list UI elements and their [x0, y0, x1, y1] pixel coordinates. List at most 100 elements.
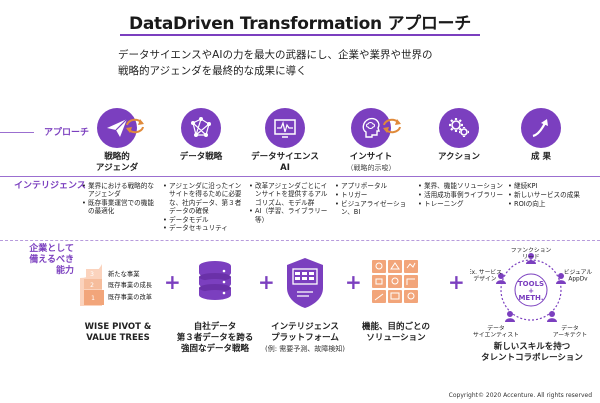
paper-plane-icon [97, 108, 137, 148]
cap-label-2: VALUE TREES [86, 333, 150, 343]
list-item: 既存事業運営での機能の最適化 [82, 199, 160, 216]
plus-icon: + [345, 270, 362, 294]
cap-label-2: プラットフォーム [271, 333, 339, 343]
talent-role-function-lead: ファンクションリード [511, 247, 552, 261]
list-item: 改革アジェンダごとにインサイトを提供するアルゴリズム、モデル群 [249, 182, 331, 207]
list-item: トリガー [335, 191, 415, 200]
step-data-science-ai: データサイエンス AI [244, 108, 326, 174]
cap-label: WISE PIVOT & [84, 322, 152, 332]
gears-icon [439, 108, 479, 148]
talent-center-line-3: METH. [518, 294, 543, 302]
list-item: アジェンダに沿ったインサイトを得るために必要な、社内データ、第３者データの確保 [163, 182, 245, 215]
intelligence-list-results: 継続KPI 新しいサービスの成果 ROIの向上 [508, 182, 596, 208]
talent-role-service-design: Ex. サービスデザイン [470, 268, 502, 283]
step-label: アクション [437, 152, 481, 162]
step-label: インサイト [349, 152, 393, 162]
capability-label-line-2: 備えるべき [29, 255, 74, 265]
capability-label-line-1: 企業として [29, 244, 74, 254]
capability-solutions: 機能、目的ごとの ソリューション [348, 322, 444, 344]
step-label-2: アジェンダ [95, 163, 139, 173]
intelligence-list-insight: アプリポータル トリガー ビジュアライゼーション、BI [335, 182, 415, 217]
cap-label-2: タレントコラボレーション [481, 353, 583, 363]
cap-label: 新しいスキルを持つ [493, 342, 571, 352]
cap-label: 自社データ [193, 322, 237, 332]
capability-wise-pivot: WISE PIVOT & VALUE TREES [70, 322, 166, 344]
cap-label: 機能、目的ごとの [362, 322, 430, 332]
cycle-arrows-icon [383, 118, 401, 134]
list-item: 業界、機能ソリューション [418, 182, 506, 191]
list-item: データセキュリティ [163, 224, 245, 233]
list-item: 継続KPI [508, 182, 596, 191]
step-label-2: AI [280, 163, 290, 173]
intelligence-top-rule [0, 176, 600, 177]
solution-tiles-icon [372, 260, 418, 303]
list-item: 活用成功事例ライブラリー [418, 191, 506, 200]
network-nodes-icon [181, 108, 221, 148]
subtitle-line-2: 戦略的アジェンダを最終的な成果に導く [118, 65, 307, 77]
step-results: 成 果 [500, 108, 582, 163]
subtitle-line-1: データサイエンスやAIの力を最大の武器にし、企業や業界や世界の [118, 49, 433, 61]
plus-icon: + [164, 270, 181, 294]
plus-icon: + [258, 270, 275, 294]
capability-dashed-rule [0, 240, 600, 241]
cap-label: インテリジェンス [271, 322, 339, 332]
subtitle: データサイエンスやAIの力を最大の武器にし、企業や業界や世界の 戦略的アジェンダ… [118, 47, 498, 79]
person-icon [556, 273, 566, 284]
tier-number: 3 [90, 271, 94, 278]
tier-number: 2 [90, 282, 94, 289]
title-underline [120, 34, 480, 36]
talent-center-line-2: + [528, 287, 534, 295]
monitor-waveform-icon [265, 108, 305, 148]
person-icon [505, 311, 515, 322]
cap-label-2: ソリューション [366, 333, 426, 343]
growth-arrow-icon [521, 108, 561, 148]
list-item: AI（学習、ライブラリー等） [249, 207, 331, 224]
cap-label-2: 第３者データを跨る [176, 333, 254, 343]
tier-label: 既存事業の成長 [108, 280, 153, 289]
person-icon [526, 253, 536, 264]
cap-label-3: 強固なデータ戦略 [180, 344, 249, 354]
row-label-intelligence: インテリジェンス [14, 181, 86, 191]
cycle-arrows-icon [126, 118, 144, 134]
capability-talent: 新しいスキルを持つ タレントコラボレーション [476, 342, 588, 364]
tier-label: 新たな事業 [108, 269, 140, 278]
step-sub-label: （戦略的示唆） [346, 164, 396, 172]
talent-role-data-architect: データアーキテクト [553, 324, 587, 338]
list-item: 新しいサービスの成果 [508, 191, 596, 200]
step-data-strategy: データ戦略 [160, 108, 242, 163]
talent-center-line-1: TOOLS [518, 280, 544, 288]
tier-number: 1 [91, 295, 95, 302]
platform-badge-icon [287, 258, 323, 308]
list-item: トレーニング [418, 200, 506, 209]
intelligence-list-action: 業界、機能ソリューション 活用成功事例ライブラリー トレーニング [418, 182, 506, 208]
list-item: ビジュアライゼーション、BI [335, 200, 415, 217]
capability-label-line-3: 能力 [55, 266, 74, 276]
capability-intelligence-platform: インテリジェンス プラットフォーム (例: 需要予測、故障検知) [255, 322, 355, 354]
tier-label: 既存事業の改革 [108, 292, 152, 301]
person-icon [496, 273, 506, 284]
intelligence-list-data-strategy: アジェンダに沿ったインサイトを得るために必要な、社内データ、第３者データの確保 … [163, 182, 245, 233]
capability-data-strategy: 自社データ 第３者データを跨る 強固なデータ戦略 [160, 322, 270, 355]
person-icon [547, 311, 557, 322]
database-stack-icon [199, 261, 231, 300]
list-item: データモデル [163, 216, 245, 225]
row-label-approach: アプローチ [44, 128, 90, 138]
page-title: DataDriven Transformation アプローチ [129, 14, 471, 34]
step-action: アクション [418, 108, 500, 163]
step-label: データサイエンス [251, 152, 319, 162]
copyright-notice: Copyright© 2020 Accenture. All rights re… [448, 392, 592, 399]
intelligence-list-agenda: 業界における戦略的なアジェンダ 既存事業運営での機能の最適化 [82, 182, 160, 216]
pivot-tiers-graphic: 3 2 1 新たな事業 既存事業の成長 既存事業の改革 [80, 264, 153, 306]
row-label-capability: 企業として 備えるべき 能力 [28, 244, 74, 277]
step-strategic-agenda: 戦略的 アジェンダ [76, 108, 158, 174]
step-label: 成 果 [531, 152, 551, 162]
cap-sub-label: (例: 需要予測、故障検知) [264, 345, 346, 353]
list-item: 業界における戦略的なアジェンダ [82, 182, 160, 199]
list-item: アプリポータル [335, 182, 415, 191]
approach-line-left [0, 132, 34, 133]
list-item: ROIの向上 [508, 200, 596, 209]
talent-role-data-scientist: データサイエンティスト [473, 324, 519, 338]
intelligence-list-data-science: 改革アジェンダごとにインサイトを提供するアルゴリズム、モデル群 AI（学習、ライ… [249, 182, 331, 224]
